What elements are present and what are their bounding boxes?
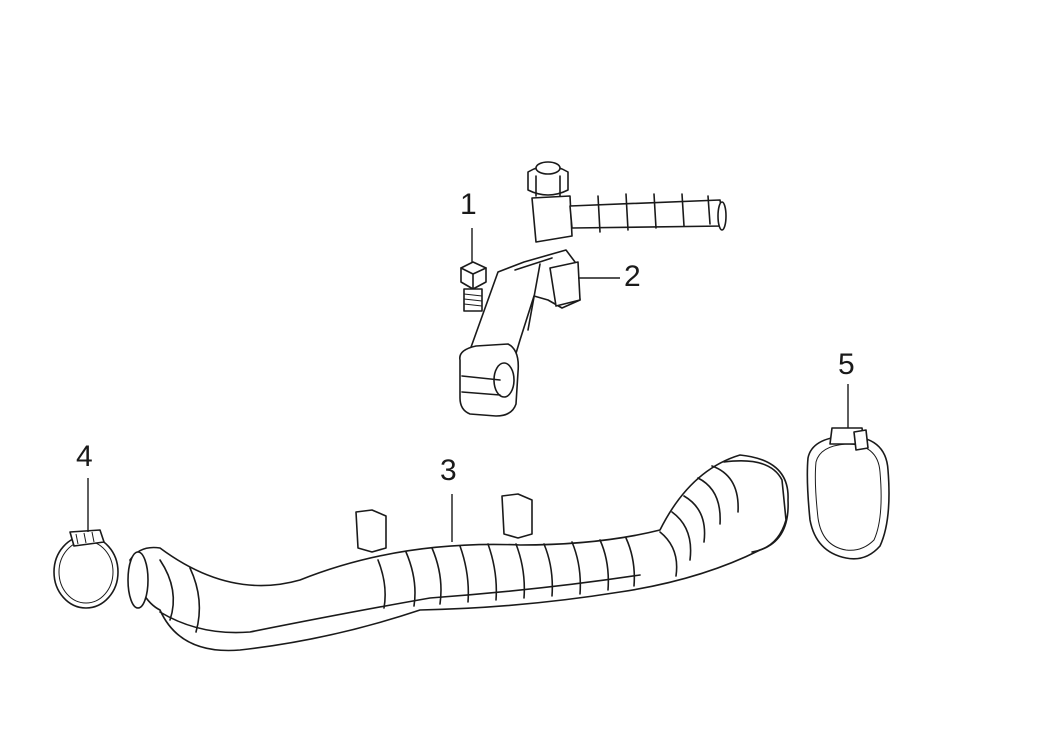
callout-1: 1 — [460, 188, 477, 221]
part-5-ring-clamp — [806, 427, 890, 560]
part-1-bolt — [460, 261, 487, 312]
callout-4: 4 — [76, 440, 93, 473]
callout-5: 5 — [838, 348, 855, 381]
part-3-hose — [127, 454, 789, 652]
callout-3: 3 — [440, 454, 457, 487]
part-4-clamp — [53, 529, 119, 609]
part-2-bracket — [459, 161, 727, 417]
callout-2: 2 — [624, 260, 641, 293]
